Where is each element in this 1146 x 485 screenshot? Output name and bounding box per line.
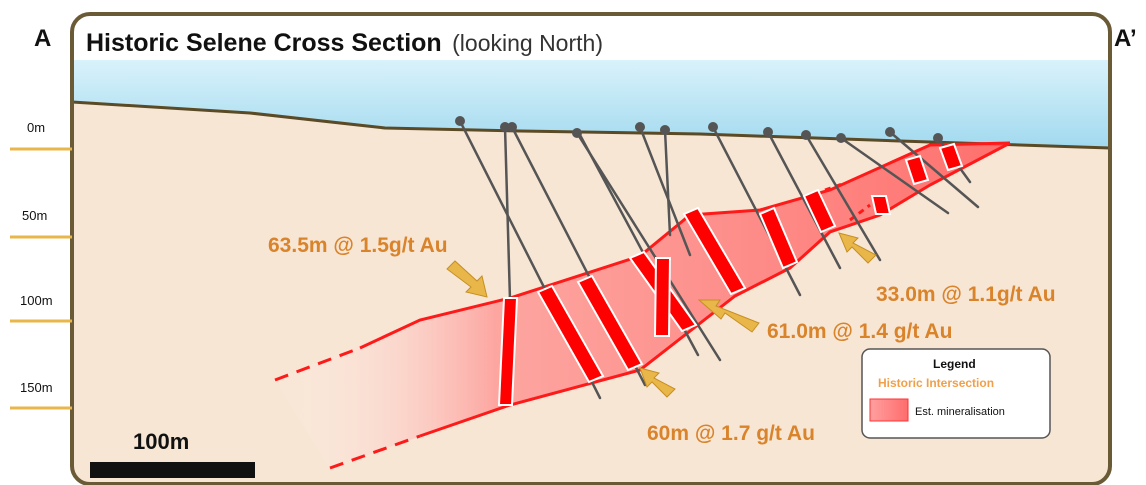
collars <box>455 116 943 143</box>
intersection-bar <box>904 154 930 186</box>
intersection-bar <box>576 274 644 372</box>
depth-label-0: 0m <box>27 120 45 135</box>
intersection-bar <box>802 188 837 234</box>
drillhole <box>839 136 950 215</box>
intersection-bar <box>653 257 672 337</box>
legend: Legend Historic Intersection Est. minera… <box>861 348 1051 439</box>
drillhole <box>804 133 882 262</box>
arrow-left-callout <box>446 260 488 298</box>
legend-box <box>861 348 1051 439</box>
intersection-bar <box>682 206 747 296</box>
drillhole <box>575 131 722 362</box>
intersections <box>497 142 964 406</box>
collar-marker <box>660 125 670 135</box>
collar-marker <box>455 116 465 126</box>
intersection-bar <box>870 195 892 215</box>
callout-arrows <box>446 232 877 398</box>
drillhole <box>766 130 842 270</box>
intersection-bar <box>497 297 519 406</box>
callout-33m: 33.0m @ 1.1g/t Au <box>876 283 1056 306</box>
collar-marker <box>885 127 895 137</box>
scale-bar <box>90 462 255 478</box>
collar-marker <box>933 133 943 143</box>
depth-ticks <box>10 147 72 410</box>
depth-label-150: 150m <box>20 380 53 395</box>
arrow-61m-callout <box>697 299 760 333</box>
title-bold: Historic Selene Cross Section <box>86 29 442 57</box>
callout-60m: 60m @ 1.7 g/t Au <box>647 422 815 445</box>
corner-label-right: A’ <box>1114 25 1137 52</box>
legend-swatch <box>869 398 909 422</box>
collar-marker <box>708 122 718 132</box>
depth-label-100: 100m <box>20 293 53 308</box>
collar-marker <box>507 122 517 132</box>
collar-marker <box>572 128 582 138</box>
scale-bar-label: 100m <box>133 429 189 454</box>
legend-item-label: Est. mineralisation <box>915 406 1005 418</box>
arrow-33m-callout <box>838 232 877 264</box>
title-bar <box>72 14 1110 60</box>
depth-label-50: 50m <box>22 208 47 223</box>
frame-border <box>70 12 1112 485</box>
drillhole <box>888 130 980 209</box>
legend-title: Legend <box>933 357 976 371</box>
intersection-bar <box>938 142 964 172</box>
depth-labels: 0m 50m 100m 150m <box>20 120 53 395</box>
legend-subtitle: Historic Intersection <box>878 376 994 390</box>
corner-label-left: A <box>34 25 51 52</box>
collar-marker <box>763 127 773 137</box>
callout-61m: 61.0m @ 1.4 g/t Au <box>767 320 952 343</box>
arrow-60m-callout <box>639 367 676 398</box>
drillhole <box>503 125 512 302</box>
section-panel <box>72 14 1110 484</box>
collar-marker <box>836 133 846 143</box>
callout-63-5m: 63.5m @ 1.5g/t Au <box>268 234 448 257</box>
title-light: (looking North) <box>452 30 603 56</box>
collar-marker <box>635 122 645 132</box>
drillhole <box>638 125 692 257</box>
intersection-bar <box>536 284 605 384</box>
drillhole <box>663 128 672 237</box>
collar-marker <box>500 122 510 132</box>
diagram-title: Historic Selene Cross Section (looking N… <box>86 29 603 57</box>
intersection-bar <box>758 206 799 270</box>
collar-marker <box>801 130 811 140</box>
